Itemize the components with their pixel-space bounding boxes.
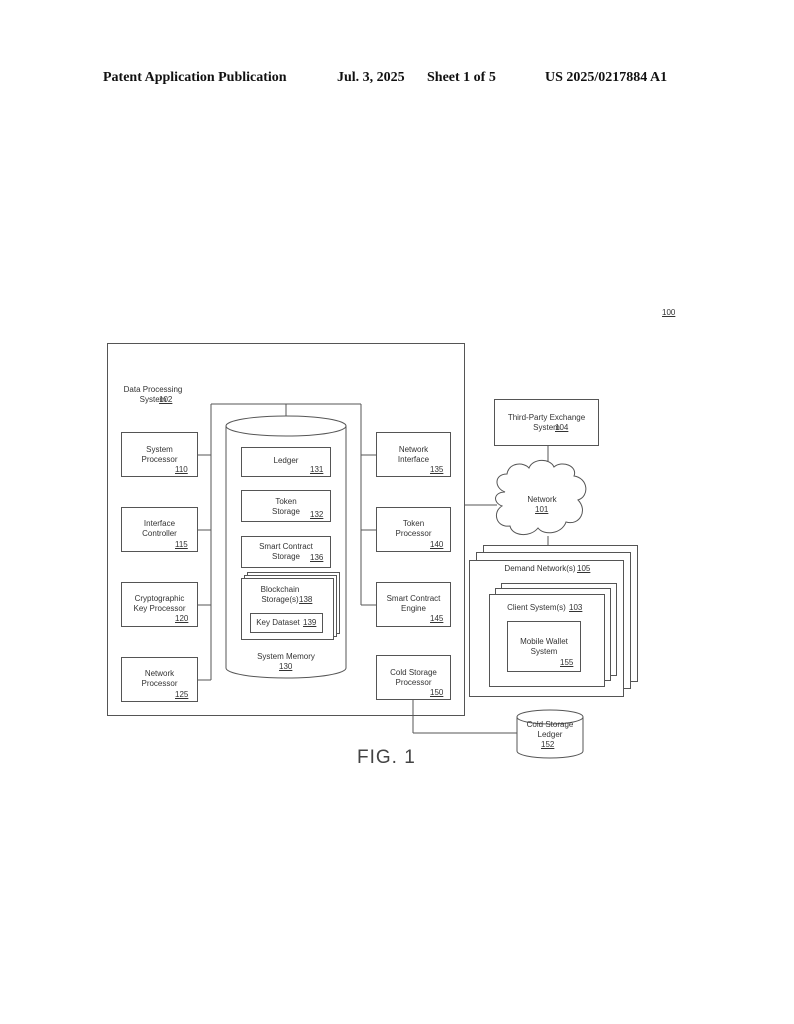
- smart-contract-engine-num: 145: [430, 614, 444, 623]
- system-processor-box: [121, 432, 198, 477]
- system-processor-num: 110: [175, 465, 188, 474]
- ledger-label: Ledger: [273, 456, 299, 465]
- system-processor-label: System Processor: [141, 445, 178, 464]
- sheet-number: Sheet 1 of 5: [427, 70, 496, 85]
- network-processor-num: 125: [175, 690, 189, 699]
- crypto-key-processor-box: [121, 582, 198, 627]
- smart-contract-engine-box: [376, 582, 451, 627]
- third-party-exchange-num: 104: [555, 423, 569, 432]
- blockchain-storage-num: 138: [299, 595, 313, 604]
- system-memory-num: 130: [279, 662, 293, 671]
- system-memory-label: System Memory: [257, 652, 315, 661]
- token-storage-label: Token Storage: [271, 497, 301, 516]
- figure-caption: FIG. 1: [357, 747, 416, 768]
- demand-networks-label: Demand Network(s): [504, 564, 576, 573]
- mobile-wallet-label: Mobile Wallet System: [520, 637, 568, 656]
- cold-storage-ledger-num: 152: [541, 740, 555, 749]
- publication-title: Patent Application Publication: [103, 70, 287, 85]
- publication-date: Jul. 3, 2025: [337, 70, 405, 85]
- network-processor-label: Network Processor: [141, 669, 178, 688]
- interface-controller-label: Interface Controller: [142, 519, 177, 538]
- crypto-key-processor-num: 120: [175, 614, 189, 623]
- token-processor-box: [376, 507, 451, 552]
- blockchain-storage-label: Blockchain Storage(s): [260, 585, 300, 604]
- ledger-num: 131: [310, 465, 324, 474]
- network-interface-num: 135: [430, 465, 444, 474]
- network-processor-box: [121, 657, 198, 702]
- cold-storage-processor-label: Cold Storage Processor: [390, 668, 437, 687]
- crypto-key-processor-label: Cryptographic Key Processor: [133, 594, 186, 613]
- cold-storage-processor-num: 150: [430, 688, 444, 697]
- network-num: 101: [535, 505, 549, 514]
- token-storage-num: 132: [310, 510, 324, 519]
- third-party-exchange-box: [494, 399, 599, 446]
- network-cloud: [495, 459, 587, 535]
- key-dataset-box: [250, 613, 323, 633]
- demand-networks-num: 105: [577, 564, 591, 573]
- token-processor-num: 140: [430, 540, 444, 549]
- smart-contract-storage-box: [241, 536, 331, 568]
- data-processing-system-box: [107, 343, 465, 716]
- interface-controller-box: [121, 507, 198, 552]
- cold-storage-processor-box: [376, 655, 451, 700]
- key-dataset-num: 139: [303, 618, 317, 627]
- third-party-exchange-label: Third-Party Exchange System: [507, 413, 586, 432]
- mobile-wallet-num: 155: [560, 658, 574, 667]
- interface-controller-num: 115: [175, 540, 188, 549]
- cold-storage-ledger-label: Cold Storage Ledger: [526, 720, 574, 739]
- smart-contract-storage-num: 136: [310, 553, 324, 562]
- network-interface-label: Network Interface: [397, 445, 430, 464]
- cold-storage-ledger-cylinder: [516, 709, 584, 759]
- ledger-box: [241, 447, 331, 477]
- network-interface-box: [376, 432, 451, 477]
- smart-contract-engine-label: Smart Contract Engine: [386, 594, 441, 613]
- mobile-wallet-box: [507, 621, 581, 672]
- smart-contract-storage-label: Smart Contract Storage: [259, 542, 313, 561]
- key-dataset-label: Key Dataset: [256, 618, 300, 627]
- token-processor-label: Token Processor: [395, 519, 432, 538]
- client-systems-label: Client System(s): [507, 603, 566, 612]
- client-systems-num: 103: [569, 603, 583, 612]
- network-label: Network: [527, 495, 557, 504]
- publication-number: US 2025/0217884 A1: [545, 70, 668, 85]
- token-storage-box: [241, 490, 331, 522]
- dps-num: 102: [159, 395, 173, 404]
- dps-label: Data Processing System: [123, 385, 183, 404]
- figure-ref-number: 100: [662, 308, 676, 317]
